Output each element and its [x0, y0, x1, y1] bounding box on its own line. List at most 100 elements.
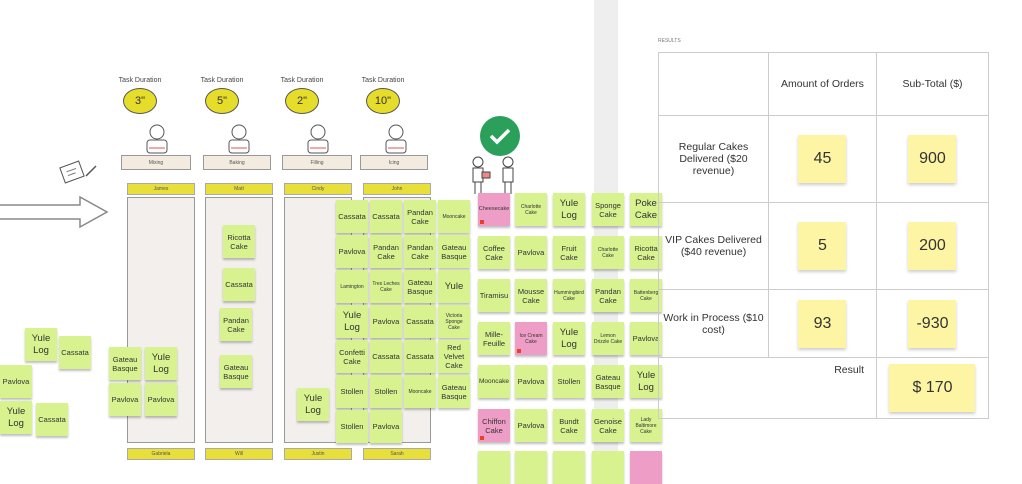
wip-sticky-note[interactable]: Gateau Basque — [438, 235, 470, 268]
partial-sticky-note[interactable] — [630, 451, 662, 484]
delivered-sticky-note[interactable]: Poke Cake — [630, 193, 662, 226]
wip-sticky-note[interactable]: Confetti Cake — [336, 340, 368, 373]
wip-sticky-note[interactable]: Gateau Basque — [438, 375, 470, 408]
worker-name: Matt — [205, 183, 273, 195]
wip-sticky-note[interactable]: Pavlova — [370, 410, 402, 443]
order-scroll-icon — [59, 160, 97, 184]
delivered-sticky-note[interactable]: Chiffon Cake — [478, 409, 510, 442]
partial-sticky-note[interactable] — [515, 451, 547, 484]
delivered-sticky-note[interactable]: Pavlova — [515, 365, 547, 398]
partial-sticky-note[interactable] — [478, 451, 510, 484]
wip-sticky-note[interactable]: Gateau Basque — [220, 355, 252, 388]
header-amount: Amount of Orders — [768, 52, 877, 116]
delivered-sticky-note[interactable]: Yule Log — [553, 322, 585, 355]
delivered-sticky-note[interactable]: Stollen — [553, 365, 585, 398]
wip-sticky-note[interactable]: Pandan Cake — [220, 308, 252, 341]
wip-sticky-note[interactable]: Cassata — [404, 305, 436, 338]
duration-badge: 2" — [285, 88, 319, 114]
wip-sticky-note[interactable]: Cassata — [370, 200, 402, 233]
partial-sticky-note[interactable] — [592, 451, 624, 484]
delivered-sticky-note[interactable]: Cheesecake — [478, 193, 510, 226]
worker-name: James — [127, 183, 195, 195]
delivered-sticky-note[interactable]: Charlotte Cake — [515, 193, 547, 226]
wip-sticky-note[interactable]: Pavlova — [370, 305, 402, 338]
subtotal-sticky[interactable]: -930 — [908, 299, 957, 348]
delivered-sticky-note[interactable]: Pavlova — [515, 409, 547, 442]
delivered-sticky-note[interactable]: Gateau Basque — [592, 365, 624, 398]
wip-sticky-note[interactable]: Cassata — [36, 403, 68, 436]
wip-sticky-note[interactable]: Gateau Basque — [404, 270, 436, 303]
chef-mixing-icon — [146, 124, 168, 154]
duration-badge: 5" — [205, 88, 239, 114]
wip-sticky-note[interactable]: Ricotta Cake — [223, 225, 255, 258]
delivered-sticky-note[interactable]: Pavlova — [515, 236, 547, 269]
wip-sticky-note[interactable]: Mooncake — [404, 375, 436, 408]
wip-sticky-note[interactable]: Mooncake — [438, 200, 470, 233]
partial-sticky-note[interactable] — [553, 451, 585, 484]
wip-sticky-note[interactable]: Tres Leches Cake — [370, 270, 402, 303]
wip-sticky-note[interactable]: Pavlova — [109, 383, 141, 416]
delivered-sticky-note[interactable]: Pandan Cake — [592, 279, 624, 312]
delivered-sticky-note[interactable]: Tiramisu — [478, 279, 510, 312]
worker-name: Cindy — [284, 183, 352, 195]
wip-sticky-note[interactable]: Stollen — [336, 375, 368, 408]
delivered-sticky-note[interactable]: Lady Baltimore Cake — [630, 409, 662, 442]
wip-sticky-note[interactable]: Yule — [438, 270, 470, 303]
delivered-sticky-note[interactable]: Battenberg Cake — [630, 279, 662, 312]
delivered-sticky-note[interactable]: Ice Cream Cake — [515, 322, 547, 355]
delivered-sticky-note[interactable]: Coffee Cake — [478, 236, 510, 269]
delivered-sticky-note[interactable]: Sponge Cake — [592, 193, 624, 226]
subtotal-sticky[interactable]: 900 — [908, 135, 957, 183]
wip-sticky-note[interactable]: Stollen — [336, 410, 368, 443]
wip-sticky-note[interactable]: Pavlova — [0, 365, 32, 398]
delivered-sticky-note[interactable]: Mousse Cake — [515, 279, 547, 312]
cake-icing-icon — [385, 124, 407, 154]
delivered-sticky-note[interactable]: Hummingbird Cake — [553, 279, 585, 312]
wip-sticky-note[interactable]: Cassata — [370, 340, 402, 373]
delivered-sticky-note[interactable]: Yule Log — [630, 365, 662, 398]
amount-sticky[interactable]: 45 — [798, 135, 847, 183]
wip-sticky-note[interactable]: Yule Log — [336, 305, 368, 338]
duration-badge: 3" — [123, 88, 157, 114]
delivered-sticky-note[interactable]: Mille-Feuille — [478, 322, 510, 355]
result-label: Result — [658, 357, 877, 419]
duration-badge: 10" — [366, 88, 400, 114]
delivered-sticky-note[interactable]: Charlotte Cake — [592, 236, 624, 269]
subtotal-sticky[interactable]: 200 — [908, 222, 957, 270]
delivered-sticky-note[interactable]: Fruit Cake — [553, 236, 585, 269]
wip-sticky-note[interactable]: Yule Log — [145, 347, 177, 380]
wip-sticky-note[interactable]: Cassata — [223, 268, 255, 301]
wip-sticky-note[interactable]: Red Velvet Cake — [438, 340, 470, 373]
task-duration-label: Task Duration — [118, 77, 162, 84]
wip-sticky-note[interactable]: Lamington — [336, 270, 368, 303]
flow-arrow-icon — [0, 195, 109, 229]
result-sticky[interactable]: $ 170 — [889, 364, 976, 412]
wip-sticky-note[interactable]: Yule Log — [297, 388, 329, 421]
delivered-sticky-note[interactable]: Ricotta Cake — [630, 236, 662, 269]
amount-sticky[interactable]: 93 — [798, 299, 847, 348]
delivered-sticky-note[interactable]: Lemon Drizzle Cake — [592, 322, 624, 355]
wip-sticky-note[interactable]: Cassata — [404, 340, 436, 373]
wip-sticky-note[interactable]: Yule Log — [0, 401, 32, 434]
header-subtotal: Sub-Total ($) — [875, 52, 990, 116]
wip-sticky-note[interactable]: Pandan Cake — [404, 235, 436, 268]
task-duration-label: Task Duration — [200, 77, 244, 84]
wip-sticky-note[interactable]: Cassata — [336, 200, 368, 233]
wip-sticky-note[interactable]: Pavlova — [336, 235, 368, 268]
wip-sticky-note[interactable]: Cassata — [59, 336, 91, 369]
delivered-sticky-note[interactable]: Bundt Cake — [553, 409, 585, 442]
next-worker-name: Sarah — [363, 448, 431, 460]
delivered-sticky-note[interactable]: Yule Log — [553, 193, 585, 226]
wip-sticky-note[interactable]: Pandan Cake — [404, 200, 436, 233]
delivered-sticky-note[interactable]: Mooncake — [478, 365, 510, 398]
amount-sticky[interactable]: 5 — [798, 222, 847, 270]
wip-sticky-note[interactable]: Pandan Cake — [370, 235, 402, 268]
delivered-sticky-note[interactable]: Genoise Cake — [592, 409, 624, 442]
wip-sticky-note[interactable]: Yule Log — [25, 328, 57, 361]
wip-sticky-note[interactable]: Gateau Basque — [109, 347, 141, 380]
wip-sticky-note[interactable]: Victoria Sponge Cake — [438, 305, 470, 338]
wip-sticky-note[interactable]: Stollen — [370, 375, 402, 408]
delivered-sticky-note[interactable]: Pavlova — [630, 322, 662, 355]
wip-sticky-note[interactable]: Pavlova — [145, 383, 177, 416]
